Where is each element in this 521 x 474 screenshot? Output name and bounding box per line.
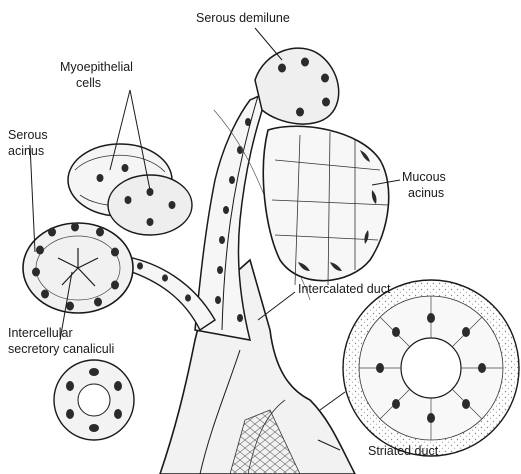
label-mucous-acinus-line1: Mucous — [402, 170, 446, 185]
label-serous-acinus-line1: Serous — [8, 128, 48, 143]
serous-acinus — [23, 223, 133, 314]
serous-demilune — [255, 48, 339, 124]
mucous-acinus — [263, 126, 388, 285]
label-serous-demilune: Serous demilune — [196, 11, 290, 26]
upper-serous-acinus — [108, 175, 192, 235]
label-intercellular-canaliculi-line2: secretory canaliculi — [8, 342, 114, 357]
striated-duct-cross-section — [343, 280, 519, 456]
label-mucous-acinus-line2: acinus — [408, 186, 444, 201]
label-myoepithelial-cells-line1: Myoepithelial — [60, 60, 133, 75]
intercalated-duct-cross-section — [54, 360, 134, 440]
label-intercalated-duct: Intercalated duct — [298, 282, 390, 297]
label-striated-duct: Striated duct — [368, 444, 438, 459]
label-intercellular-canaliculi-line1: Intercellular — [8, 326, 73, 341]
label-myoepithelial-cells-line2: cells — [76, 76, 101, 91]
label-serous-acinus-line2: acinus — [8, 144, 44, 159]
